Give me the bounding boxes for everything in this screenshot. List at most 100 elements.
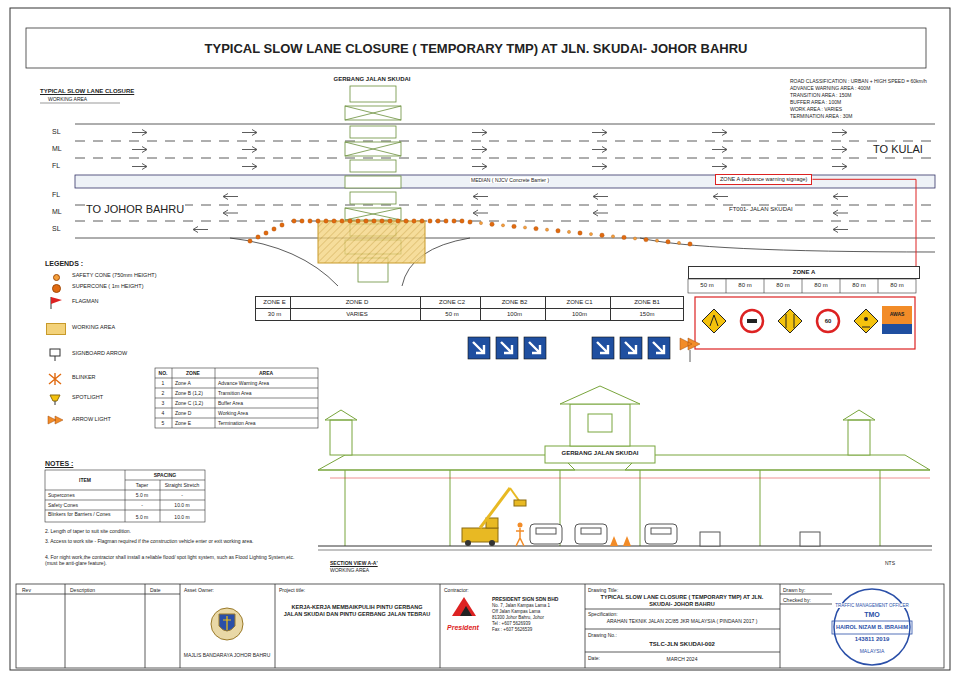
annotation-text: Asset Owner: (184, 587, 214, 593)
annotation-text: 81300 Johor Bahru, Johor (492, 615, 544, 620)
distance-grid (840, 279, 841, 293)
node-text: ZONE B2 (481, 297, 548, 308)
road-lanes (75, 141, 935, 142)
toll-plaza (345, 106, 401, 120)
distance-grid (764, 279, 765, 293)
cars (530, 524, 562, 544)
zone-table (155, 378, 318, 379)
node-text: ZONE C1 (546, 297, 613, 308)
annotation-text: KERJA-KERJA MEMBAIKPULIH PINTU GERBANG J… (282, 604, 432, 617)
traffic-cone (316, 219, 320, 223)
sheet-frame (10, 8, 950, 670)
distance-grid (802, 279, 803, 293)
signboard-arrow (496, 337, 518, 359)
section-ground (318, 532, 932, 550)
annotation-text: HAIROL NIZAM B. IBRAHIM (835, 624, 909, 631)
annotation-text: Off Jalan Kampas Lama (492, 609, 540, 614)
annotation-text: 4. For night work,the contractor shall i… (45, 554, 300, 566)
toll-plaza (350, 192, 396, 204)
title-block (145, 584, 146, 668)
section-view (640, 470, 641, 546)
legend-row: SIGNBOARD ARROW (45, 350, 245, 364)
traffic-arrow (223, 210, 238, 216)
crane (610, 536, 618, 546)
road-lanes (75, 221, 935, 222)
signboard-arrow (620, 337, 642, 359)
traffic-cone (420, 219, 424, 223)
legend-symbol (45, 414, 67, 428)
traffic-arrow (833, 210, 848, 216)
annotation-text: MAJLIS BANDARAYA JOHOR BAHRU (181, 652, 273, 658)
signboard-arrow (529, 342, 540, 353)
traffic-cone (412, 219, 416, 223)
annotation-text: Zone E (175, 420, 191, 426)
annotation-text: Tel : +607 5626939 (492, 621, 530, 626)
traffic-cone (300, 219, 304, 223)
crane (480, 488, 510, 528)
annotation-text: TSLC-JLN SKUDAI-002 (649, 641, 715, 648)
section-view (760, 470, 761, 546)
annotation-text: 4 (162, 410, 165, 416)
legend-text: SUPERCONE ( 1m HEIGHT) (72, 283, 144, 289)
annotation-text: Transition Area (218, 390, 251, 396)
contractor-logo (452, 597, 476, 616)
section-view (625, 455, 930, 470)
council-crest (211, 608, 243, 640)
traffic-arrow (473, 194, 488, 200)
annotation-text: FL (52, 191, 60, 199)
signboard-arrow (625, 342, 636, 353)
traffic-arrow (242, 147, 257, 153)
traffic-cone (655, 239, 658, 242)
signboard-arrow (468, 337, 490, 359)
traffic-cone (324, 219, 328, 223)
traffic-cone (380, 219, 384, 223)
crane (516, 528, 524, 546)
traffic-cone (444, 219, 448, 223)
working-area (318, 221, 425, 263)
annotation-text: Zone D (175, 410, 191, 416)
annotation-text: President (447, 624, 479, 632)
traffic-arrow (593, 210, 608, 216)
traffic-arrow (472, 147, 487, 153)
cars (536, 528, 556, 534)
zone-table (155, 418, 318, 419)
signboard-arrow (473, 342, 484, 353)
traffic-arrow (242, 164, 257, 170)
traffic-arrow (223, 194, 238, 200)
annotation-text: AREA (259, 370, 273, 376)
annotation-text: Buffer Area (218, 400, 243, 406)
annotation-text: Project title: (279, 587, 305, 593)
title-block (585, 652, 780, 653)
annotation-text: MARCH 2024 (667, 656, 698, 662)
signboard-arrow (653, 342, 664, 353)
traffic-cone (364, 219, 368, 223)
cars (530, 524, 677, 544)
zone-cell: ZONE DVARIES (290, 296, 424, 321)
annotation-text: 143811 2019 (855, 636, 890, 643)
annotation-text: Date: (588, 655, 600, 661)
officer-stamp (832, 589, 912, 665)
traffic-cone (340, 219, 344, 223)
annotation-text: 3. Access to work site - Flagman require… (45, 538, 300, 544)
node-text: 50 m (421, 308, 483, 320)
toll-plaza (345, 208, 401, 220)
legend-row: BLINKER (45, 374, 245, 388)
traffic-cone (308, 219, 312, 223)
traffic-cone (600, 233, 604, 237)
annotation-text: 2 (162, 390, 165, 396)
toll-plaza (350, 86, 396, 102)
traffic-cone (264, 231, 268, 235)
warning-signs (786, 314, 794, 328)
warning-signs (778, 309, 802, 333)
blinker-symbol (49, 373, 61, 385)
annotation-text: Working Area (218, 410, 248, 416)
annotation-text: Supercones (48, 492, 75, 498)
distance-grid (878, 279, 879, 293)
annotation-text: ZONE (186, 370, 200, 376)
annotation-text: Date (150, 587, 161, 593)
signboard-symbol (55, 356, 56, 361)
spotlight-symbol (55, 401, 56, 405)
cars (645, 524, 677, 544)
title-block (16, 584, 944, 668)
traffic-arrow (833, 194, 848, 200)
